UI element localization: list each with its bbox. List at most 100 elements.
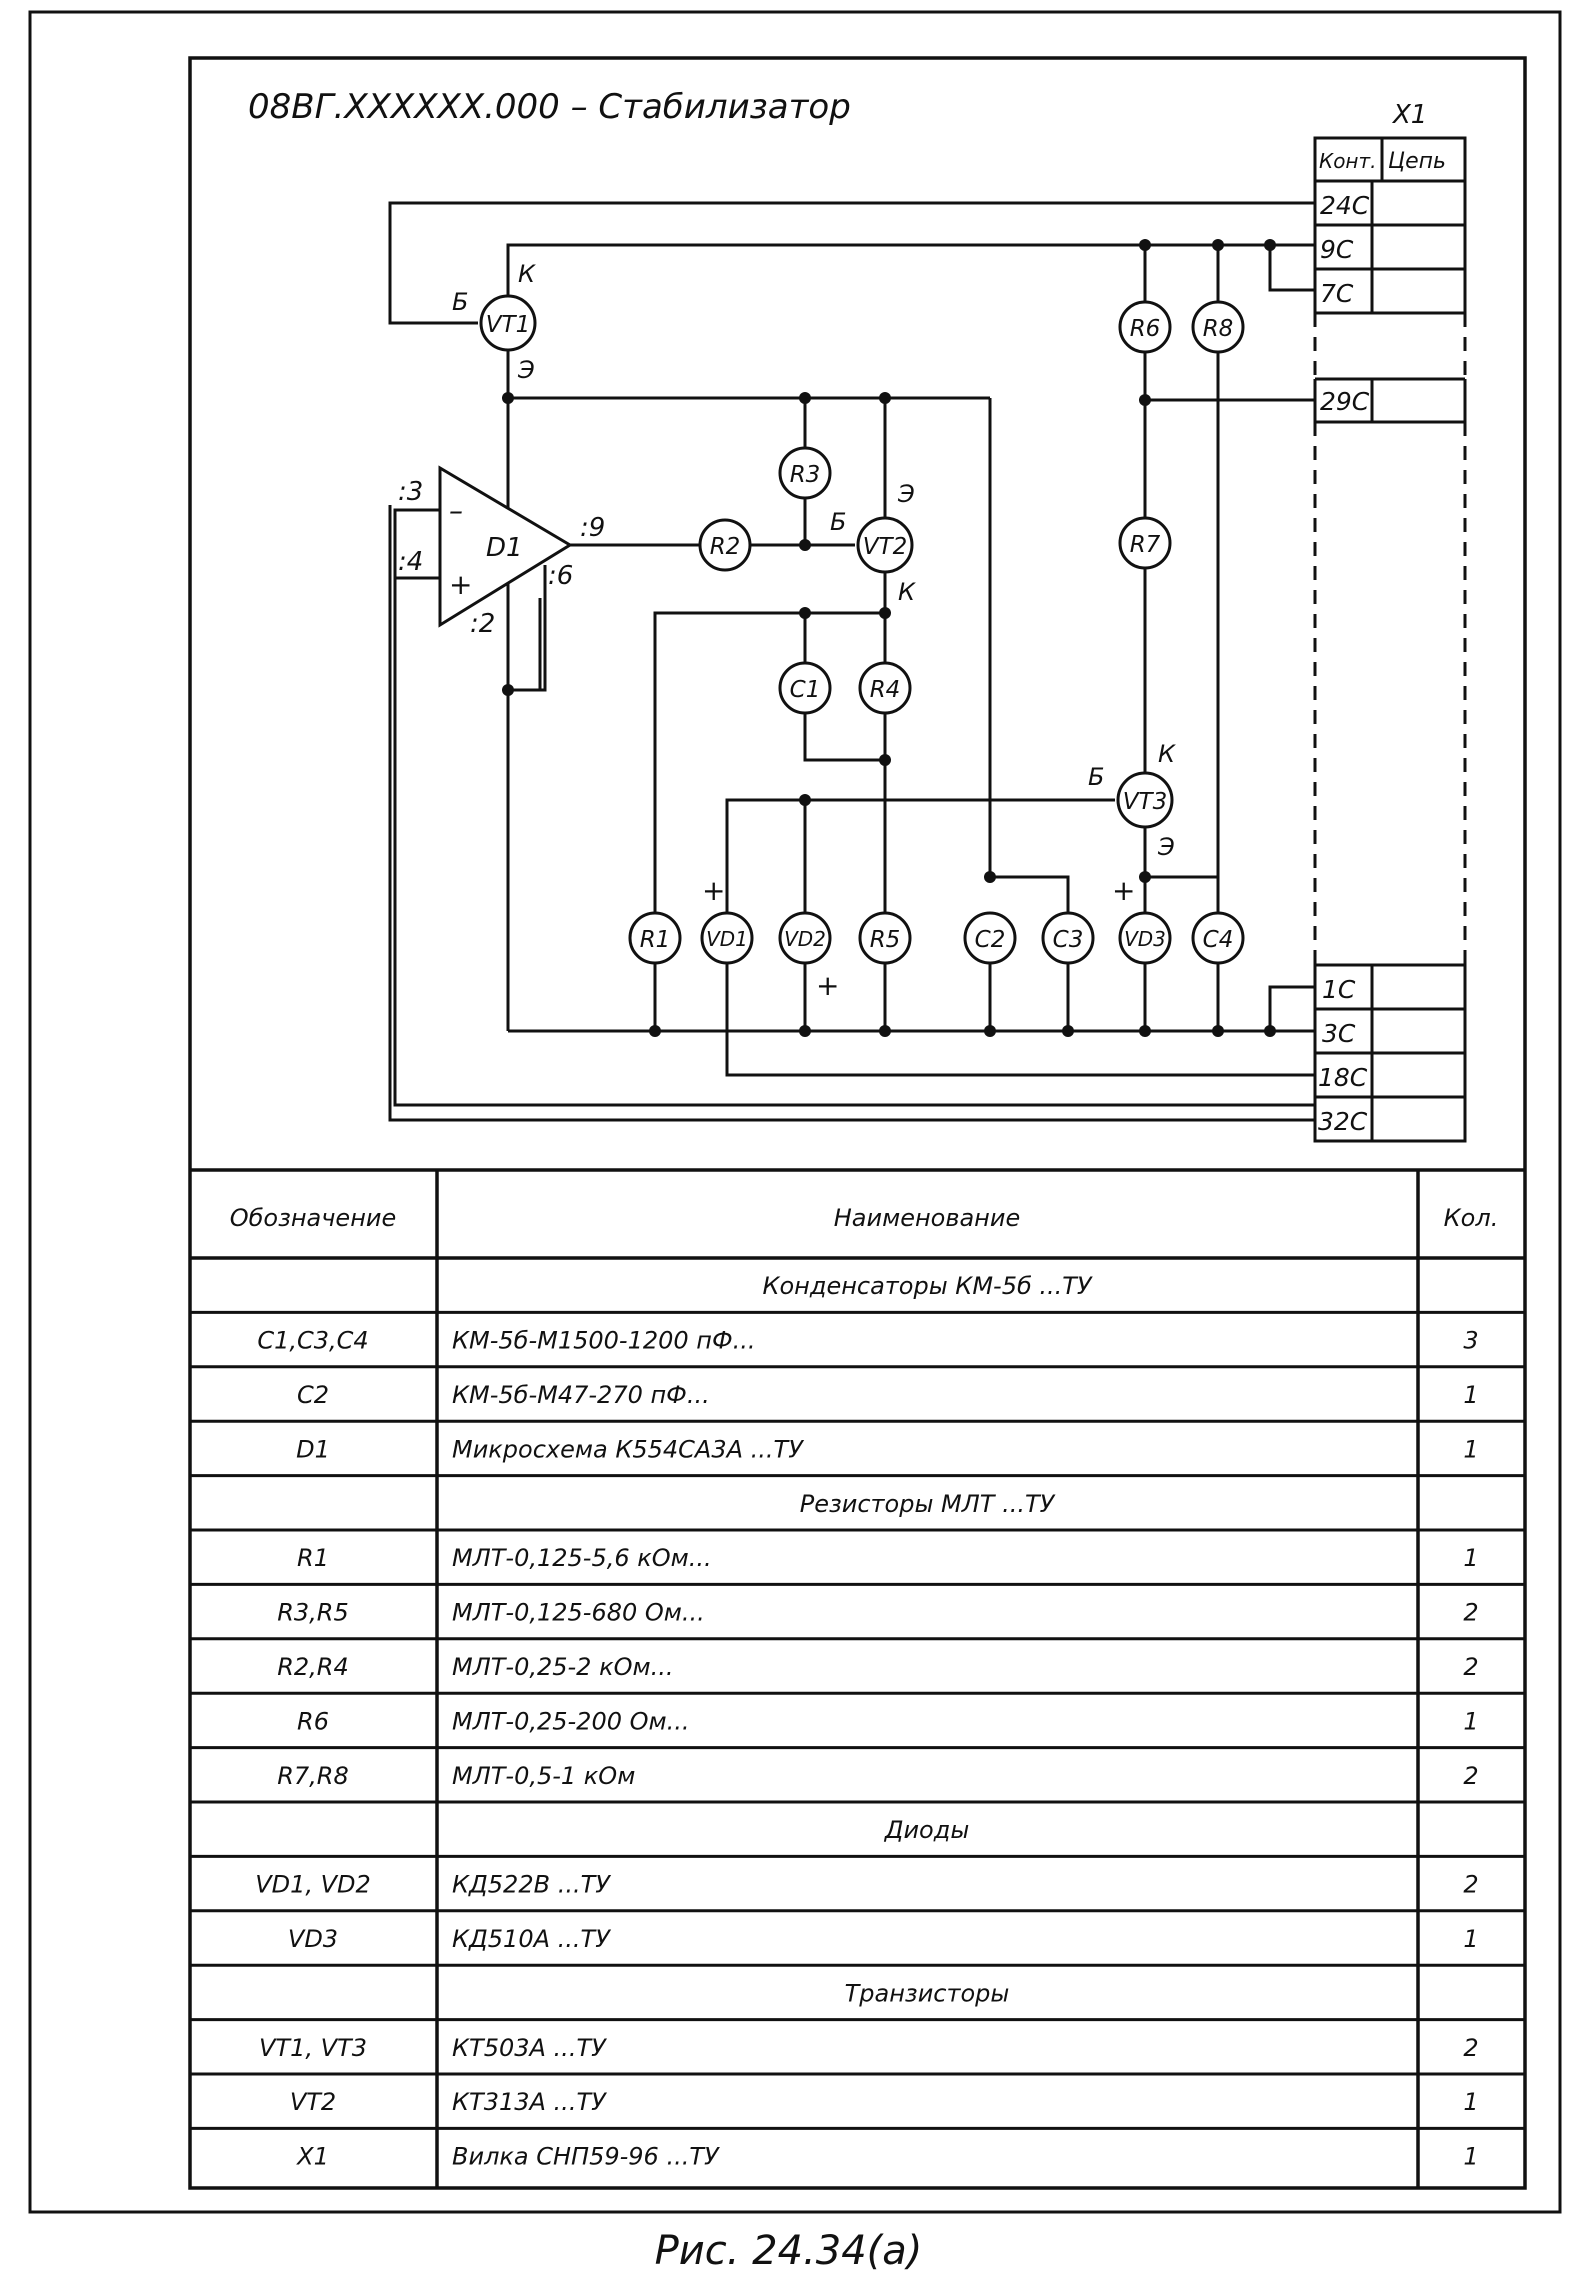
table-cell-designation: VT2 bbox=[290, 2088, 336, 2116]
table-cell-qty: 1 bbox=[1463, 1544, 1478, 1572]
c2-label: C2 bbox=[975, 927, 1006, 953]
connector-header-circuit: Цепь bbox=[1388, 149, 1446, 174]
table-group-heading: Конденсаторы КМ-5б ...ТУ bbox=[762, 1272, 1092, 1300]
table-cell-qty: 1 bbox=[1463, 1435, 1478, 1463]
table-cell-qty: 2 bbox=[1463, 1599, 1478, 1627]
parts-table: Обозначение Наименование Кол. Конденсато… bbox=[190, 1170, 1525, 2188]
vd2-polarity: + bbox=[816, 969, 839, 1002]
d1-pin2: :2 bbox=[470, 609, 495, 639]
resistor-r7: R7 bbox=[1118, 516, 1172, 570]
diode-vd3: VD3 bbox=[1118, 911, 1172, 965]
vt3-base: Б bbox=[1088, 763, 1104, 791]
d1-pin3: :3 bbox=[398, 477, 423, 507]
table-cell-qty: 2 bbox=[1463, 1871, 1478, 1899]
d1-plus-sign: + bbox=[449, 568, 472, 601]
table-cell-name: Микросхема К554СА3А ...ТУ bbox=[452, 1435, 804, 1463]
table-header-name: Наименование bbox=[834, 1204, 1021, 1232]
table-cell-designation: VD3 bbox=[288, 1925, 338, 1953]
table-cell-name: МЛТ-0,25-200 Ом... bbox=[452, 1707, 690, 1735]
table-cell-name: КД510А ...ТУ bbox=[452, 1925, 611, 1953]
table-cell-name: КМ-5б-М47-270 пФ... bbox=[452, 1381, 710, 1409]
pin-32c: 32С bbox=[1318, 1107, 1368, 1136]
vt1-label: VT1 bbox=[486, 312, 530, 338]
transistor-vt2: VT2 Б Э К bbox=[830, 480, 916, 606]
vd3-label: VD3 bbox=[1124, 927, 1166, 951]
outer-frame bbox=[28, 10, 1562, 2214]
vd1-label: VD1 bbox=[706, 927, 748, 951]
pin-29c: 29С bbox=[1320, 387, 1370, 416]
resistor-r3: R3 bbox=[778, 446, 832, 500]
vt1-collector: К bbox=[518, 260, 536, 288]
d1-pin9: :9 bbox=[580, 513, 605, 543]
diode-vd1: VD1 bbox=[700, 911, 754, 965]
c4-label: C4 bbox=[1203, 927, 1234, 953]
capacitor-c1: C1 bbox=[778, 661, 832, 715]
transistor-vt1: VT1 Б К Э bbox=[452, 260, 537, 384]
r4-label: R4 bbox=[870, 677, 901, 703]
vt3-emitter: Э bbox=[1157, 833, 1175, 861]
pin-3c: 3С bbox=[1322, 1019, 1356, 1048]
vt3-collector: К bbox=[1158, 740, 1176, 768]
vt2-base: Б bbox=[830, 508, 846, 536]
c1-label: C1 bbox=[790, 677, 821, 703]
table-cell-name: МЛТ-0,5-1 кОм bbox=[452, 1762, 635, 1790]
resistor-r8: R8 bbox=[1191, 300, 1245, 354]
r1-label: R1 bbox=[640, 927, 671, 953]
table-group-heading: Транзисторы bbox=[845, 1979, 1010, 2007]
table-cell-qty: 2 bbox=[1463, 1653, 1478, 1681]
connector-header-contact: Конт. bbox=[1319, 149, 1377, 173]
table-cell-designation: C1,C3,C4 bbox=[257, 1327, 368, 1355]
vt2-emitter: Э bbox=[897, 480, 915, 508]
diode-vd2: VD2 bbox=[778, 911, 832, 965]
table-cell-designation: VD1, VD2 bbox=[255, 1871, 371, 1899]
table-cell-designation: R3,R5 bbox=[277, 1599, 349, 1627]
d1-label: D1 bbox=[486, 533, 523, 563]
table-cell-name: КД522В ...ТУ bbox=[452, 1871, 611, 1899]
vt2-label: VT2 bbox=[863, 534, 907, 560]
resistor-r5: R5 bbox=[858, 911, 912, 965]
pin-24c: 24С bbox=[1320, 191, 1370, 220]
r5-label: R5 bbox=[870, 927, 901, 953]
r6-label: R6 bbox=[1130, 316, 1161, 342]
resistor-r2: R2 bbox=[698, 518, 752, 572]
pin-1c: 1С bbox=[1322, 975, 1356, 1004]
pin-9c: 9С bbox=[1320, 235, 1354, 264]
connector-x1: X1 Конт. Цепь 24С 9С 7С 29С 1С 3С 18С 32 bbox=[1313, 100, 1467, 1143]
diagram-title: 08ВГ.XXXXXX.000 – Стабилизатор bbox=[248, 87, 851, 127]
vd3-polarity: + bbox=[1112, 874, 1135, 907]
table-cell-qty: 1 bbox=[1463, 2088, 1478, 2116]
drawing-frame bbox=[188, 56, 1527, 2190]
resistor-r4: R4 bbox=[858, 661, 912, 715]
table-cell-designation: VT1, VT3 bbox=[259, 2034, 367, 2062]
d1-opamp: D1 – + :3 :4 :9 :6 :2 bbox=[398, 465, 605, 639]
table-cell-designation: R6 bbox=[297, 1707, 329, 1735]
r7-label: R7 bbox=[1130, 532, 1161, 558]
table-cell-designation: X1 bbox=[295, 2143, 329, 2171]
r8-label: R8 bbox=[1203, 316, 1234, 342]
table-group-heading: Резисторы МЛТ ...ТУ bbox=[800, 1490, 1056, 1518]
table-cell-name: МЛТ-0,125-680 Ом... bbox=[452, 1599, 705, 1627]
d1-pin4: :4 bbox=[398, 547, 423, 577]
pin-18c: 18С bbox=[1318, 1063, 1368, 1092]
table-cell-designation: R2,R4 bbox=[277, 1653, 349, 1681]
vt1-emitter: Э bbox=[517, 356, 535, 384]
table-cell-name: МЛТ-0,125-5,6 кОм... bbox=[452, 1544, 712, 1572]
r2-label: R2 bbox=[710, 534, 741, 560]
table-cell-designation: R7,R8 bbox=[277, 1762, 349, 1790]
table-cell-qty: 2 bbox=[1463, 2034, 1478, 2062]
resistor-r1: R1 bbox=[628, 911, 682, 965]
vd2-label: VD2 bbox=[784, 927, 826, 951]
vt3-label: VT3 bbox=[1123, 789, 1167, 815]
table-cell-name: КТ503А ...ТУ bbox=[452, 2034, 607, 2062]
transistor-vt3: VT3 Б К Э bbox=[1088, 740, 1176, 861]
table-cell-qty: 1 bbox=[1463, 2143, 1478, 2171]
d1-minus-sign: – bbox=[449, 494, 463, 527]
figure-caption: Рис. 24.34(а) bbox=[654, 2228, 923, 2274]
table-group-heading: Диоды bbox=[884, 1816, 970, 1844]
d1-pin6: :6 bbox=[548, 561, 573, 591]
table-cell-qty: 1 bbox=[1463, 1925, 1478, 1953]
vd1-polarity: + bbox=[702, 874, 725, 907]
table-header-designation: Обозначение bbox=[230, 1204, 397, 1232]
resistor-r6: R6 bbox=[1118, 300, 1172, 354]
